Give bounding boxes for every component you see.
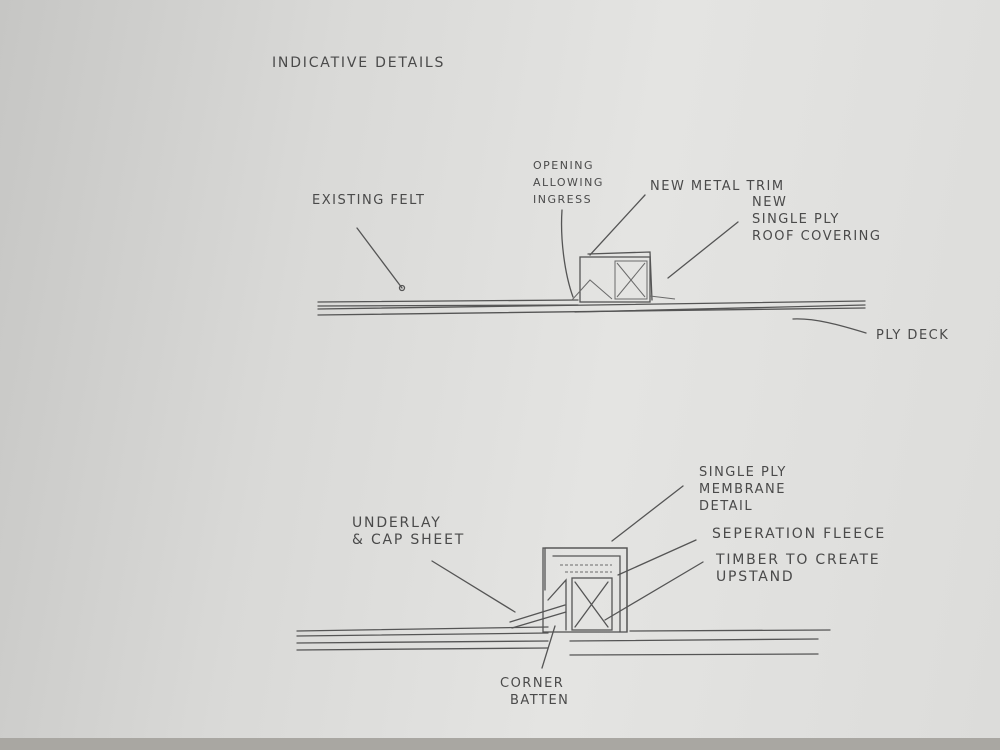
upstand-box	[579, 256, 651, 303]
deck-left-top	[296, 626, 549, 632]
deck-left-base	[296, 647, 549, 651]
label-corner-batten: CORNER BATTEN	[500, 675, 569, 709]
label-corner-2: BATTEN	[510, 693, 570, 708]
timber-upstand	[571, 577, 613, 631]
deck-right-mid	[569, 638, 819, 642]
label-corner-1: CORNER	[500, 676, 565, 691]
corner-batten	[547, 578, 567, 631]
label-new-metal-trim: NEW METAL TRIM	[650, 179, 785, 194]
label-underlay-1: UNDERLAY	[352, 515, 442, 531]
timber-box	[614, 260, 648, 300]
label-membrane-3: DETAIL	[699, 499, 754, 514]
detail-1-drawing	[317, 194, 867, 334]
label-timber-2: UPSTAND	[716, 569, 795, 585]
leader-underlay	[431, 560, 516, 613]
membrane-wrap	[552, 555, 621, 633]
label-new-covering: NEW SINGLE PLY ROOF COVERING	[752, 194, 881, 245]
label-opening-3: INGRESS	[533, 193, 593, 206]
timber-cross-b	[574, 581, 609, 628]
membrane-slope-left	[571, 279, 613, 301]
leader-timber	[604, 561, 704, 621]
label-underlay-2: & CAP SHEET	[352, 532, 466, 548]
label-opening: OPENING ALLOWING INGRESS	[533, 157, 604, 208]
deck-right-top	[629, 629, 831, 632]
upstand-capping	[544, 547, 628, 633]
deck-right-bottom	[569, 653, 819, 656]
label-existing-felt: EXISTING FELT	[312, 193, 426, 208]
label-separation-fleece: SEPERATION FLEECE	[712, 526, 887, 542]
label-new-covering-2: SINGLE PLY	[752, 212, 840, 227]
leader-membrane	[611, 485, 684, 542]
label-membrane: SINGLE PLY MEMBRANE DETAIL	[699, 464, 787, 515]
membrane-slope-right	[649, 295, 676, 300]
underlay-lines	[509, 604, 567, 629]
label-new-covering-1: NEW	[752, 195, 788, 210]
leader-corner	[541, 625, 556, 669]
label-new-covering-3: ROOF COVERING	[752, 229, 882, 244]
existing-felt-line-2	[317, 304, 579, 307]
leader-metal-trim	[589, 194, 646, 256]
leader-new-covering	[667, 221, 739, 279]
ply-deck-top	[317, 300, 866, 310]
label-opening-1: OPENING	[533, 159, 594, 172]
table-edge	[0, 738, 1000, 750]
leader-ply-deck	[792, 318, 867, 334]
metal-trim	[587, 251, 653, 301]
detail-2-drawing	[296, 485, 831, 669]
deck-left-mid	[296, 632, 549, 637]
label-timber-1: TIMBER TO CREATE	[716, 552, 881, 568]
label-opening-2: ALLOWING	[533, 176, 604, 189]
timber-cross-2	[616, 262, 646, 298]
deck-left-bottom	[296, 640, 549, 644]
ply-deck-under	[574, 304, 866, 313]
label-underlay: UNDERLAY & CAP SHEET	[352, 515, 465, 549]
upstand-outline	[542, 547, 628, 633]
label-membrane-1: SINGLE PLY	[699, 465, 787, 480]
label-ply-deck: PLY DECK	[876, 328, 950, 343]
leader-dot	[398, 284, 406, 292]
existing-felt-line	[317, 299, 579, 303]
label-timber: TIMBER TO CREATE UPSTAND	[716, 552, 880, 586]
leader-opening	[560, 209, 574, 298]
leader-existing-felt	[356, 227, 403, 289]
page-title: INDICATIVE DETAILS	[272, 55, 446, 71]
leader-fleece	[617, 539, 697, 576]
label-membrane-2: MEMBRANE	[699, 482, 786, 497]
